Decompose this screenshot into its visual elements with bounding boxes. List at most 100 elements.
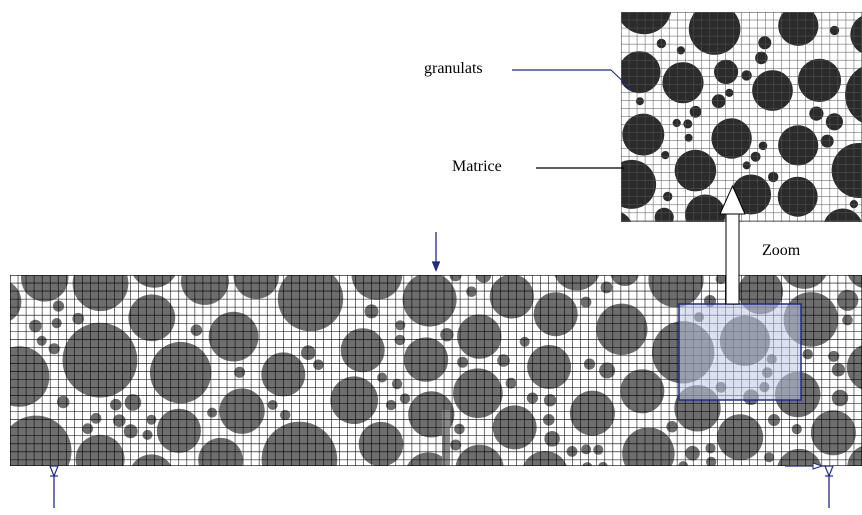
aggregate-particle xyxy=(755,51,768,65)
zoom-label: Zoom xyxy=(762,242,801,259)
aggregate-particle xyxy=(457,314,502,359)
aggregate-particle xyxy=(684,133,693,142)
aggregate-particle xyxy=(10,415,72,466)
aggregate-particle xyxy=(620,369,665,414)
aggregate-particle xyxy=(267,400,278,410)
aggregate-particle xyxy=(666,421,678,433)
aggregate-particle xyxy=(715,275,726,285)
aggregate-particle xyxy=(149,341,212,404)
aggregate-particle xyxy=(234,366,246,378)
aggregate-particle xyxy=(277,275,344,332)
aggregate-particle xyxy=(672,118,681,128)
aggregate-particle xyxy=(395,320,406,331)
aggregate-particle xyxy=(791,424,802,435)
aggregate-particle xyxy=(809,106,824,121)
zoom-inset xyxy=(621,12,862,222)
aggregate-particle xyxy=(489,275,534,319)
aggregate-particle xyxy=(676,46,686,55)
aggregate-particle xyxy=(621,51,661,94)
aggregate-particle xyxy=(581,462,593,466)
aggregate-particle xyxy=(635,97,644,106)
aggregate-particle xyxy=(768,171,779,183)
aggregate-particle xyxy=(831,389,849,407)
aggregate-particle xyxy=(543,394,557,407)
aggregate-particle xyxy=(663,191,673,202)
zoom-mesh-grid xyxy=(621,12,862,222)
aggregate-particle xyxy=(497,354,510,367)
aggregate-particle xyxy=(21,275,69,302)
aggregate-particle xyxy=(621,212,632,222)
aggregate-particle xyxy=(825,113,844,131)
aggregate-particle xyxy=(533,292,578,337)
aggregate-particle xyxy=(492,405,537,450)
aggregate-particle xyxy=(797,58,842,102)
aggregate-particle xyxy=(394,334,406,346)
aggregate-particle xyxy=(131,454,172,466)
aggregate-particle xyxy=(580,296,592,308)
aggregate-particle xyxy=(678,461,689,466)
aggregate-particle xyxy=(831,363,846,377)
aggregate-particle xyxy=(802,349,813,360)
aggregate-particle xyxy=(554,275,600,291)
pin-support-icon xyxy=(785,462,834,508)
aggregate-particle xyxy=(758,141,768,151)
zoom-arrow xyxy=(719,184,746,305)
aggregate-particle xyxy=(596,303,648,355)
matrice-label: Matrice xyxy=(452,158,502,175)
aggregate-particle xyxy=(453,368,503,419)
aggregate-particle xyxy=(610,275,639,286)
aggregate-particle xyxy=(62,322,138,398)
aggregate-particle xyxy=(725,88,734,97)
aggregate-particle xyxy=(711,94,726,109)
zoom-window xyxy=(678,303,802,401)
aggregate-particle xyxy=(622,113,665,156)
granulats-label: granulats xyxy=(424,60,483,77)
aggregate-particle xyxy=(621,12,672,35)
aggregate-particle xyxy=(457,356,469,368)
aggregate-particle xyxy=(599,362,616,379)
aggregate-particle xyxy=(674,149,717,192)
aggregate-particle xyxy=(132,275,176,288)
aggregate-particle xyxy=(758,36,772,50)
aggregate-particle xyxy=(142,429,153,440)
aggregate-particle xyxy=(280,409,291,421)
aggregate-particle xyxy=(10,282,22,321)
aggregate-particle xyxy=(330,376,379,425)
aggregate-particle xyxy=(399,393,411,404)
aggregate-particle xyxy=(846,344,862,390)
downward-arrow-icon xyxy=(432,232,440,272)
aggregate-particle xyxy=(180,275,229,305)
aggregate-particle xyxy=(782,275,827,289)
mesh-lines xyxy=(621,12,862,222)
aggregate-particle xyxy=(351,275,403,300)
aggregate-particle xyxy=(810,410,856,456)
aggregate-particle xyxy=(622,427,675,466)
aggregate-particle xyxy=(837,289,859,311)
aggregate-particle xyxy=(768,414,780,426)
aggregate-particle xyxy=(10,346,50,407)
crack xyxy=(442,410,450,466)
aggregate-particle xyxy=(598,461,608,466)
aggregate-particle xyxy=(717,414,764,461)
aggregate-particle xyxy=(128,294,176,342)
aggregate-particle xyxy=(207,407,218,418)
aggregate-particle xyxy=(742,161,751,170)
aggregate-particle xyxy=(777,448,822,466)
aggregate-particle xyxy=(845,66,862,123)
aggregate-particle xyxy=(377,372,388,383)
aggregate-particle xyxy=(385,399,397,411)
aggregate-particle xyxy=(847,275,862,289)
aggregate-particle xyxy=(82,423,94,435)
aggregate-particle xyxy=(391,378,403,390)
aggregate-particle xyxy=(466,286,477,298)
aggregate-particle xyxy=(778,125,819,166)
aggregate-particle xyxy=(685,194,726,222)
aggregate-particle xyxy=(842,314,853,326)
aggregate-particle xyxy=(476,275,492,283)
aggregate-particle xyxy=(57,395,70,409)
aggregate-particle xyxy=(301,345,316,361)
zoom-arrow-shaft xyxy=(725,211,740,305)
aggregate-particle xyxy=(544,431,560,447)
